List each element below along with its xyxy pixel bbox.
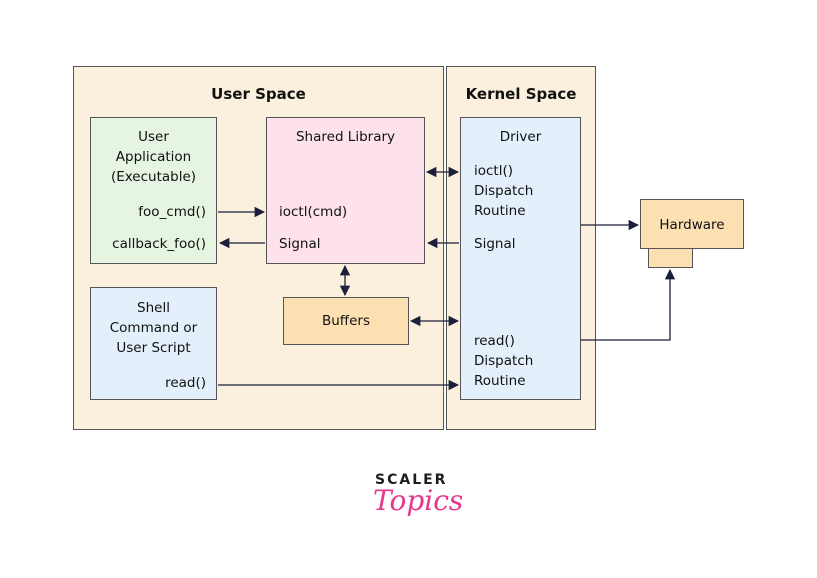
driver-read-line-3: Routine <box>474 373 526 389</box>
user-application-label-1: User <box>138 129 169 145</box>
scaler-logo-bottom: Topics <box>373 484 464 517</box>
shell-label-2: Command or <box>109 320 198 336</box>
driver-ioctl-line-3: Routine <box>474 203 526 219</box>
foo-cmd-label: foo_cmd() <box>138 204 206 220</box>
driver-ioctl-line-1: ioctl() <box>474 163 514 179</box>
shell-label-3: User Script <box>116 340 191 356</box>
driver-title: Driver <box>499 129 542 145</box>
user-space-title: User Space <box>211 85 306 103</box>
ioctl-cmd-label: ioctl(cmd) <box>279 204 348 220</box>
driver-read-line-1: read() <box>474 333 515 349</box>
driver-box <box>460 117 581 400</box>
buffers-label: Buffers <box>321 313 370 329</box>
buffers-box <box>283 297 409 345</box>
user-application-label-3: (Executable) <box>110 169 197 185</box>
shared-library-title: Shared Library <box>295 129 396 145</box>
driver-read-line-2: Dispatch <box>474 353 534 369</box>
callback-foo-label: callback_foo() <box>112 236 206 252</box>
hardware-box <box>640 199 744 249</box>
driver-ioctl-line-2: Dispatch <box>474 183 534 199</box>
kernel-space-title: Kernel Space <box>465 85 577 103</box>
shell-label-1: Shell <box>137 300 170 316</box>
scaler-logo-top: SCALER <box>375 472 448 488</box>
user-application-box <box>90 117 217 264</box>
shell-read-label: read() <box>165 375 206 391</box>
user-application-label-2: Application <box>115 149 192 165</box>
shell-command-box <box>90 287 217 400</box>
driver-signal-label: Signal <box>474 236 516 252</box>
shared-library-signal-label: Signal <box>279 236 321 252</box>
shared-library-box <box>266 117 425 264</box>
arrow-driver-read-to-hardware <box>581 268 676 341</box>
hardware-label: Hardware <box>659 217 725 233</box>
